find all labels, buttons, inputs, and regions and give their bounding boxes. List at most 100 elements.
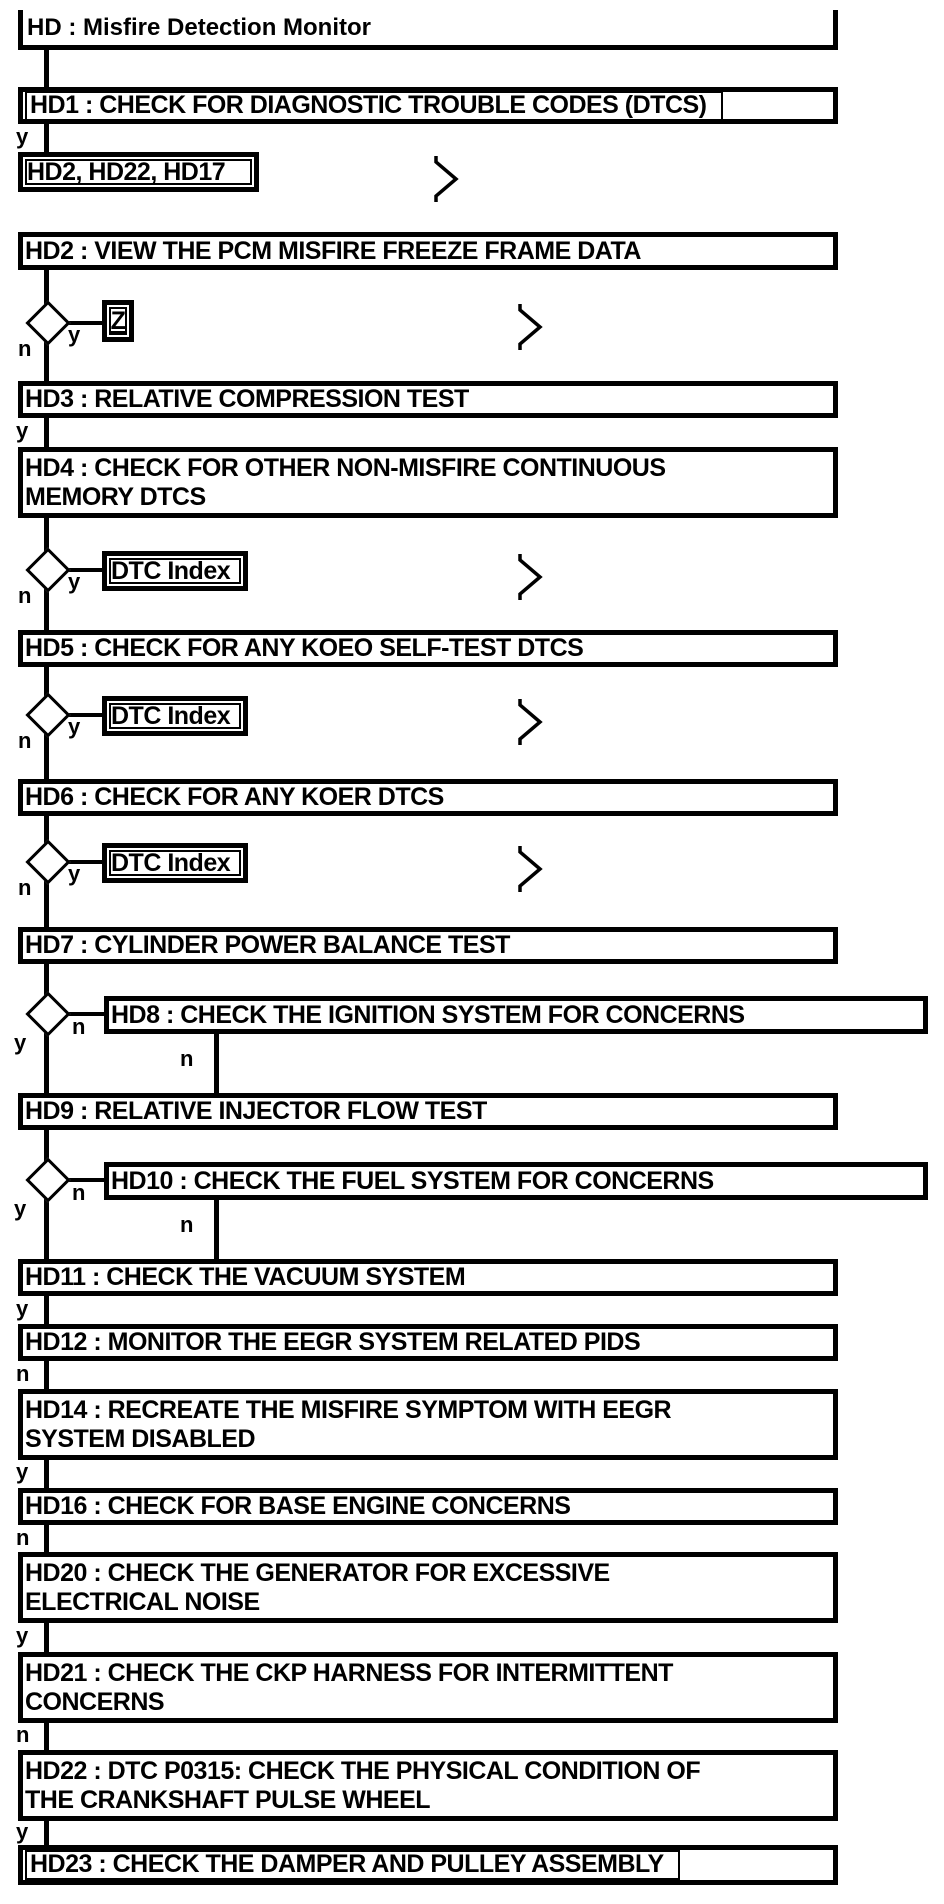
step-label-hd16: HD16 : CHECK FOR BASE ENGINE CONCERNS [25,1492,571,1520]
branch-label-no: n [72,1014,86,1039]
branch-label-yes: y [68,569,81,594]
return-line [214,1034,219,1093]
step-box-hd12[interactable]: HD12 : MONITOR THE EEGR SYSTEM RELATED P… [18,1324,838,1361]
branch-label-no: n [180,1212,194,1237]
step-label-hd22: HD22 : DTC P0315: CHECK THE PHYSICAL CON… [25,1756,701,1814]
branch-label-yes: y [16,124,29,149]
branch-line [60,568,102,572]
connector-line [44,123,49,153]
branch-line [60,713,102,717]
branch-label-yes: y [68,322,81,347]
link-label-dtc-index: DTC Index [111,556,231,585]
branch-line [60,321,102,325]
step-box-hd11[interactable]: HD11 : CHECK THE VACUUM SYSTEM [18,1259,838,1296]
link-label-dtc-index: DTC Index [111,848,231,877]
step-label-hd5: HD5 : CHECK FOR ANY KOEO SELF-TEST DTCS [25,634,584,662]
branch-label-yes: y [16,418,29,443]
step-box-hd21[interactable]: HD21 : CHECK THE CKP HARNESS FOR INTERMI… [18,1652,838,1723]
link-box-dtc-index-3[interactable]: DTC Index [102,843,248,883]
branch-label-yes: y [16,1623,29,1648]
step-box-hd7[interactable]: HD7 : CYLINDER POWER BALANCE TEST [18,927,838,964]
step-label-hd12: HD12 : MONITOR THE EEGR SYSTEM RELATED P… [25,1328,641,1356]
decision-diamond-4 [25,839,71,885]
step-box-hd23[interactable]: HD23 : CHECK THE DAMPER AND PULLEY ASSEM… [18,1845,838,1885]
return-line [214,1200,219,1259]
branch-label-yes: y [14,1196,27,1221]
connector-line [44,418,49,447]
connector-line [44,1295,49,1324]
branch-label-no: n [18,728,32,753]
decision-diamond-1 [25,300,71,346]
step-box-hd5[interactable]: HD5 : CHECK FOR ANY KOEO SELF-TEST DTCS [18,630,838,667]
step-label-hd9: HD9 : RELATIVE INJECTOR FLOW TEST [25,1097,487,1125]
link-label-z: Z [110,306,126,335]
branch-label-yes: y [16,1296,29,1321]
step-box-hd14[interactable]: HD14 : RECREATE THE MISFIRE SYMPTOM WITH… [18,1389,838,1460]
link-label-dtc-index: DTC Index [111,701,231,730]
connector-line [44,1525,49,1552]
link-box-dtc-index-1[interactable]: DTC Index [102,551,248,591]
continue-chevron-icon [518,846,543,892]
branch-label-no: n [16,1722,30,1747]
step-box-hd4[interactable]: HD4 : CHECK FOR OTHER NON-MISFIRE CONTIN… [18,447,838,518]
step-label-hd2: HD2 : VIEW THE PCM MISFIRE FREEZE FRAME … [25,236,641,265]
branch-label-no: n [72,1180,86,1205]
step-label-hd3: HD3 : RELATIVE COMPRESSION TEST [25,385,469,413]
step-box-hd3[interactable]: HD3 : RELATIVE COMPRESSION TEST [18,381,838,418]
step-label-hd20: HD20 : CHECK THE GENERATOR FOR EXCESSIVE… [25,1558,610,1616]
connector-line [44,1723,49,1750]
connector-line [44,1460,49,1488]
step-box-hd10[interactable]: HD10 : CHECK THE FUEL SYSTEM FOR CONCERN… [104,1162,928,1200]
step-box-hd1[interactable]: HD1 : CHECK FOR DIAGNOSTIC TROUBLE CODES… [18,87,838,124]
branch-label-no: n [16,1361,30,1386]
step-box-hd22[interactable]: HD22 : DTC P0315: CHECK THE PHYSICAL CON… [18,1750,838,1821]
link-box-dtc-index-2[interactable]: DTC Index [102,696,248,736]
branch-label-yes: y [14,1030,27,1055]
branch-label-yes: y [68,861,81,886]
step-label-hd14: HD14 : RECREATE THE MISFIRE SYMPTOM WITH… [25,1395,672,1453]
branch-label-yes: y [16,1459,29,1484]
step-label-hd4: HD4 : CHECK FOR OTHER NON-MISFIRE CONTIN… [25,453,666,511]
step-box-hd8[interactable]: HD8 : CHECK THE IGNITION SYSTEM FOR CONC… [104,996,928,1034]
branch-label-no: n [180,1046,194,1071]
step-label-hd11: HD11 : CHECK THE VACUUM SYSTEM [25,1263,466,1291]
flowchart-title: HD : Misfire Detection Monitor [27,13,372,41]
decision-diamond-5 [25,991,71,1037]
flowchart-title-box: HD : Misfire Detection Monitor [18,10,838,50]
branch-label-no: n [18,875,32,900]
branch-label-no: n [18,583,32,608]
step-label-hd7: HD7 : CYLINDER POWER BALANCE TEST [25,931,510,959]
step-label-hd6: HD6 : CHECK FOR ANY KOER DTCS [25,783,444,811]
step-label-hd21: HD21 : CHECK THE CKP HARNESS FOR INTERMI… [25,1658,673,1716]
step-box-hd2[interactable]: HD2 : VIEW THE PCM MISFIRE FREEZE FRAME … [18,232,838,270]
continue-chevron-icon [518,554,543,600]
decision-diamond-2 [25,547,71,593]
branch-label-yes: y [68,714,81,739]
connector-line [44,50,49,87]
branch-line [60,1012,104,1016]
step-label-hd10: HD10 : CHECK THE FUEL SYSTEM FOR CONCERN… [111,1166,714,1195]
connector-line [44,1623,49,1652]
connector-line [44,1361,49,1389]
link-box-z[interactable]: Z [102,300,134,342]
decision-diamond-6 [25,1157,71,1203]
step-label-hd8: HD8 : CHECK THE IGNITION SYSTEM FOR CONC… [111,1000,745,1029]
step-label-hd1: HD1 : CHECK FOR DIAGNOSTIC TROUBLE CODES… [25,90,723,121]
step-box-hd6[interactable]: HD6 : CHECK FOR ANY KOER DTCS [18,779,838,816]
step-label-hd23: HD23 : CHECK THE DAMPER AND PULLEY ASSEM… [25,1850,680,1880]
branch-label-no: n [18,336,32,361]
continue-chevron-icon [518,304,543,350]
continue-chevron-icon [434,156,459,202]
step-box-hd20[interactable]: HD20 : CHECK THE GENERATOR FOR EXCESSIVE… [18,1552,838,1623]
branch-label-no: n [16,1525,30,1550]
branch-line [60,1178,104,1182]
step-box-hd16[interactable]: HD16 : CHECK FOR BASE ENGINE CONCERNS [18,1488,838,1525]
decision-diamond-3 [25,692,71,738]
branch-line [60,860,102,864]
link-box-hd1-result[interactable]: HD2, HD22, HD17 [18,152,259,192]
continue-chevron-icon [518,699,543,745]
step-box-hd9[interactable]: HD9 : RELATIVE INJECTOR FLOW TEST [18,1093,838,1130]
connector-line [44,1821,49,1845]
link-label-hd1-result: HD2, HD22, HD17 [27,157,226,186]
